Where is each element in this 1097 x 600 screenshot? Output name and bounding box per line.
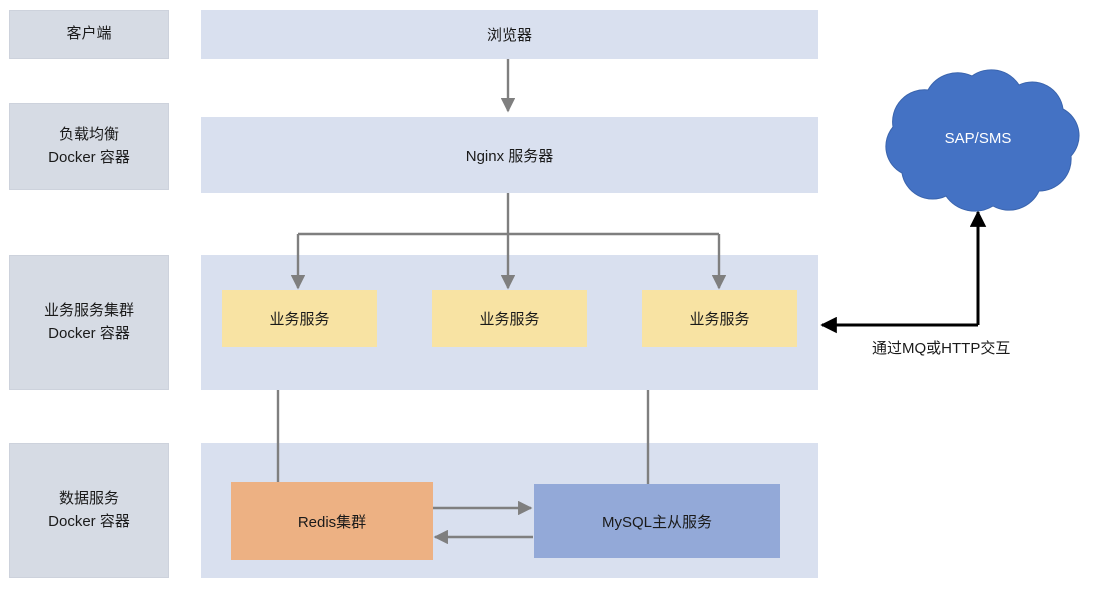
node-redis[interactable]: Redis集群	[231, 482, 433, 560]
node-nginx[interactable]: Nginx 服务器	[465, 147, 554, 165]
tier-label-client: 客户端	[9, 10, 169, 59]
external-connector-label: 通过MQ或HTTP交互	[872, 340, 1011, 357]
node-browser[interactable]: 浏览器	[486, 27, 532, 44]
tier-label-business: 业务服务集群 Docker 容器	[9, 255, 169, 390]
node-mysql[interactable]: MySQL主从服务	[534, 484, 780, 558]
node-service-2[interactable]: 业务服务	[432, 290, 587, 347]
tier-label-balancer: 负载均衡 Docker 容器	[9, 103, 169, 190]
cloud-label: SAP/SMS	[944, 130, 1012, 147]
tier-panel-balancer	[201, 117, 818, 193]
node-external-cloud[interactable]: SAP/SMS	[870, 72, 1086, 212]
node-service-3[interactable]: 业务服务	[642, 290, 797, 347]
cloud-shape	[885, 69, 1080, 212]
node-service-1[interactable]: 业务服务	[222, 290, 377, 347]
tier-panel-client	[201, 10, 818, 59]
tier-label-data: 数据服务 Docker 容器	[9, 443, 169, 578]
